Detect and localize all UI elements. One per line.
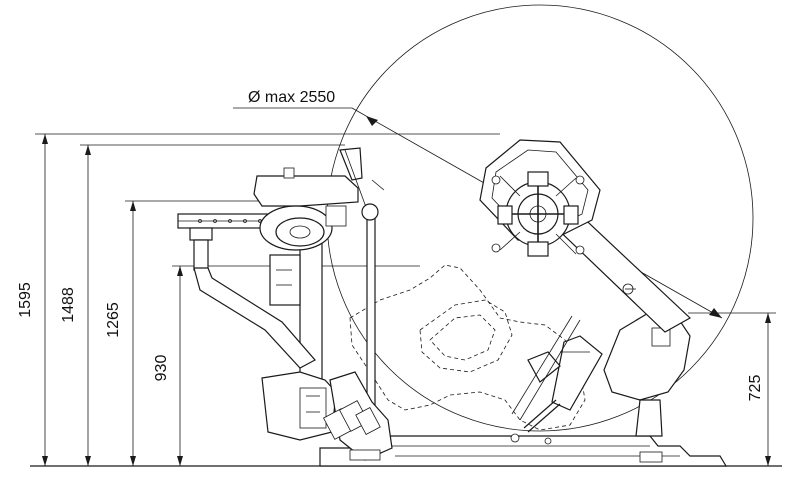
dimension-overall-height: 1595 bbox=[17, 133, 500, 466]
dimension-head-height: 1488 bbox=[60, 144, 345, 466]
dimension-arm-height: 1265 bbox=[105, 200, 262, 466]
dimension-label-head-height: 1488 bbox=[60, 287, 77, 323]
folded-position-outline bbox=[349, 264, 586, 431]
dimension-label-tilt-pivot-height: 725 bbox=[747, 375, 764, 402]
dimension-tilt-pivot-height: 725 bbox=[688, 312, 776, 466]
tyre-changer-column bbox=[177, 147, 393, 461]
diameter-arrow-head-upper bbox=[366, 116, 378, 126]
dimension-label-overall-height: 1595 bbox=[17, 282, 34, 318]
dimension-label-column-height: 930 bbox=[153, 355, 170, 382]
diameter-label: Ø max 2550 bbox=[248, 89, 335, 106]
dimension-label-arm-height: 1265 bbox=[105, 302, 122, 338]
tilting-wheel-holder bbox=[479, 139, 692, 437]
